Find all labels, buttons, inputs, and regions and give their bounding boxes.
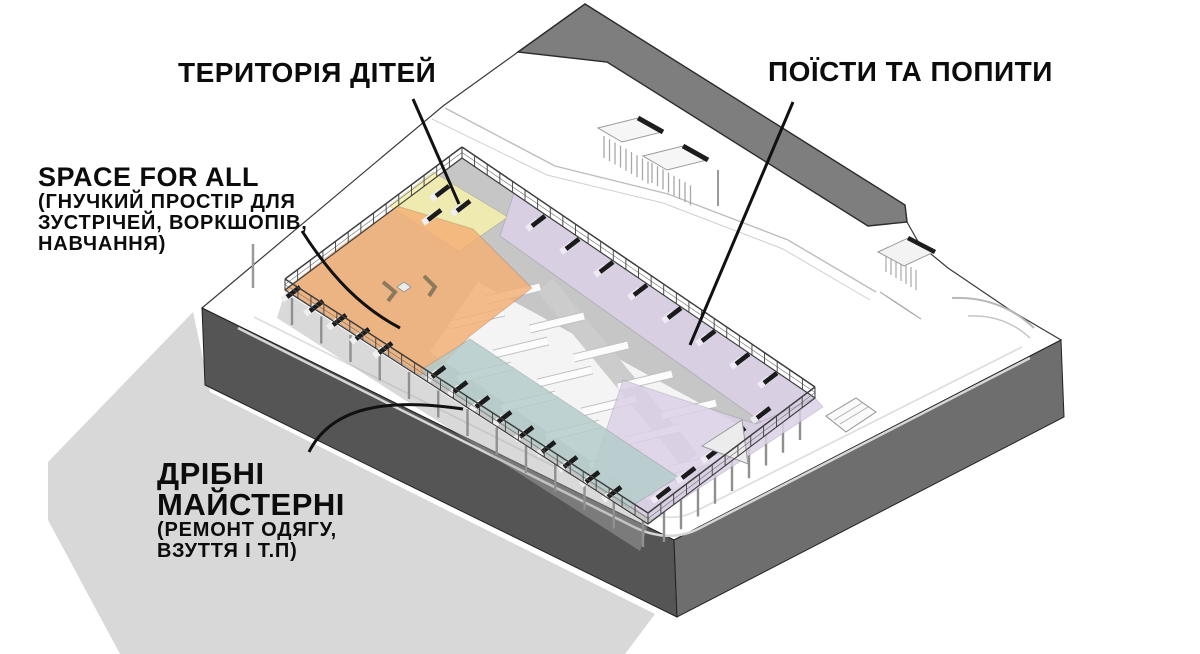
deck-stairs xyxy=(700,397,877,465)
leader-workshops xyxy=(307,403,464,453)
skylight-cap xyxy=(681,143,710,163)
curved-wall xyxy=(951,296,1035,329)
label-workshops-sub: ВЗУТТЯ І Т.П) xyxy=(157,540,298,562)
label-space-for-all: SPACE FOR ALL (ГНУЧКИЙ ПРОСТІР ДЛЯ ЗУСТР… xyxy=(38,162,308,255)
label-food-title: ПОЇСТИ ТА ПОПИТИ xyxy=(768,56,1053,87)
leader-lines xyxy=(300,98,795,453)
entrance-cap xyxy=(906,236,937,254)
label-space-for-all-title: SPACE FOR ALL xyxy=(38,162,259,192)
ground-shadow xyxy=(48,312,655,654)
playground-marks xyxy=(381,274,438,303)
deck-railings xyxy=(284,146,816,525)
label-food: ПОЇСТИ ТА ПОПИТИ xyxy=(768,57,1053,87)
light-poles xyxy=(251,170,719,288)
hill-structures xyxy=(596,115,1035,339)
leader-space-for-all xyxy=(300,230,401,330)
label-workshops-sub: (РЕМОНТ ОДЯГУ, xyxy=(157,519,337,541)
label-space-for-all-sub: (ГНУЧКИЙ ПРОСТІР ДЛЯ xyxy=(38,191,296,213)
leader-children xyxy=(411,98,461,205)
leader-food xyxy=(688,101,795,346)
label-space-for-all-sub: ЗУСТРІЧЕЙ, ВОРКШОПІВ, xyxy=(38,212,308,234)
label-children: ТЕРИТОРІЯ ДІТЕЙ xyxy=(178,58,436,88)
skylight-cap xyxy=(636,115,665,135)
label-workshops-title: ДРІБНІ xyxy=(157,456,265,491)
label-space-for-all-sub: НАВЧАННЯ) xyxy=(38,233,167,255)
label-workshops: ДРІБНІ МАЙСТЕРНІ (РЕМОНТ ОДЯГУ, ВЗУТТЯ І… xyxy=(157,458,345,562)
roof-band xyxy=(516,3,908,227)
label-children-title: ТЕРИТОРІЯ ДІТЕЙ xyxy=(178,57,437,88)
plinth-face-right xyxy=(673,339,1065,618)
hill-contours xyxy=(431,107,877,301)
curved-wall xyxy=(967,315,1031,339)
label-workshops-title: МАЙСТЕРНІ xyxy=(157,487,345,522)
